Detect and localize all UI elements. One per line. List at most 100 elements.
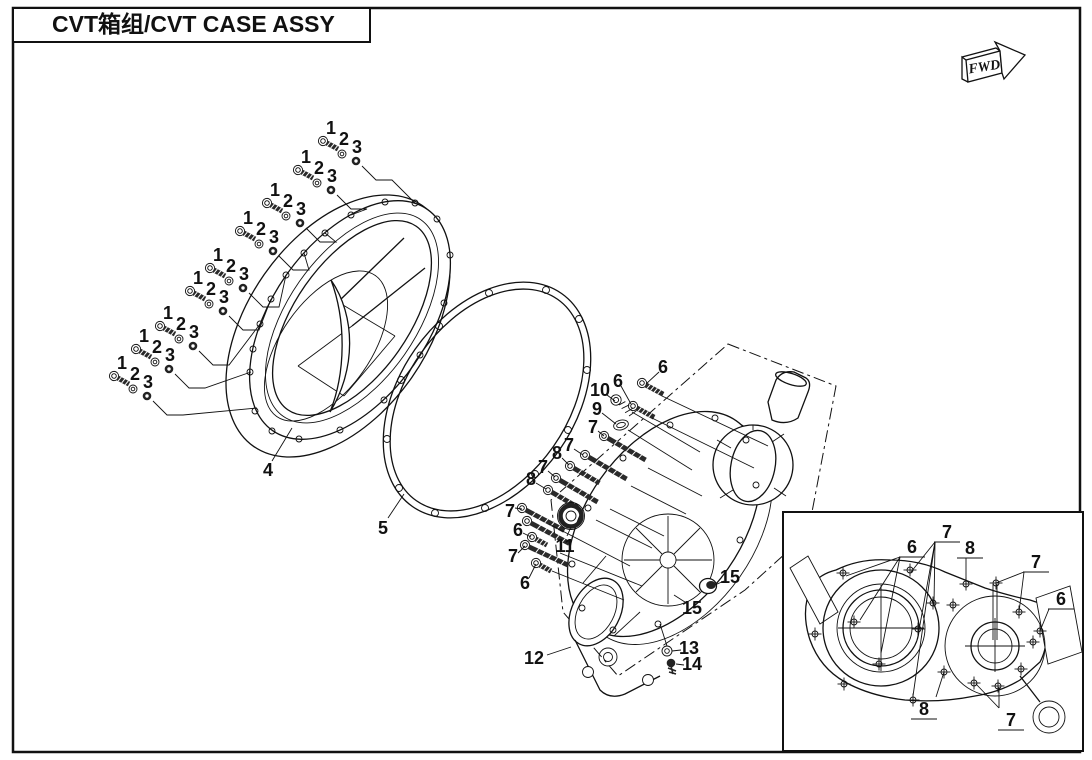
cvt-cover-part bbox=[225, 194, 454, 458]
callout-3: 3 bbox=[327, 166, 337, 186]
callout-6: 6 bbox=[513, 520, 523, 540]
cvt-gasket-part bbox=[382, 281, 592, 519]
callout-2: 2 bbox=[130, 364, 140, 384]
fastener-leader-line bbox=[228, 298, 272, 331]
fastener-leader-line bbox=[174, 371, 252, 389]
callout-8: 8 bbox=[552, 443, 562, 463]
callout-10: 10 bbox=[590, 380, 610, 400]
washer-3-glyph bbox=[268, 246, 278, 256]
leader-line-11 bbox=[566, 526, 572, 537]
oil-seal-11 bbox=[557, 502, 585, 530]
inset-callout-7: 7 bbox=[1006, 710, 1016, 730]
title-box: CVT箱组/CVT CASE ASSY bbox=[12, 7, 371, 43]
leader-line-6 bbox=[620, 385, 632, 405]
plug-10 bbox=[610, 394, 637, 417]
washer-2-glyph bbox=[150, 357, 160, 367]
leader-line-10 bbox=[606, 394, 616, 402]
washer-3-glyph bbox=[188, 341, 198, 351]
washer-3-glyph bbox=[142, 391, 152, 401]
fastener-leader-line bbox=[305, 227, 338, 243]
callout-13: 13 bbox=[679, 638, 699, 658]
callout-2: 2 bbox=[283, 191, 293, 211]
bolt-14 bbox=[666, 658, 677, 675]
leader-line-5 bbox=[387, 493, 405, 519]
callout-3: 3 bbox=[352, 137, 362, 157]
callout-6: 6 bbox=[520, 573, 530, 593]
callout-3: 3 bbox=[296, 199, 306, 219]
callout-1: 1 bbox=[270, 180, 280, 200]
washer-3-glyph bbox=[326, 185, 336, 195]
callout-6: 6 bbox=[613, 371, 623, 391]
callout-1: 1 bbox=[243, 208, 253, 228]
washer-2-glyph bbox=[337, 149, 347, 159]
washer-2-glyph bbox=[204, 299, 214, 309]
fwd-label: FWD bbox=[967, 58, 1002, 78]
washer-3-glyph bbox=[218, 306, 228, 316]
nut-13 bbox=[661, 645, 673, 657]
inset-left-bracket bbox=[789, 555, 839, 625]
inset-callout-6: 6 bbox=[1056, 589, 1066, 609]
leader-line-7 bbox=[517, 545, 526, 554]
leader-line-7 bbox=[514, 507, 523, 510]
inset-callout-8: 8 bbox=[965, 538, 975, 558]
callout-2: 2 bbox=[339, 129, 349, 149]
callout-9: 9 bbox=[592, 399, 602, 419]
leader-line-6 bbox=[522, 532, 532, 538]
inset-callout-6: 6 bbox=[907, 537, 917, 557]
callout-1: 1 bbox=[213, 245, 223, 265]
inset-callout-7: 7 bbox=[942, 522, 952, 542]
callout-1: 1 bbox=[163, 303, 173, 323]
callout-15: 15 bbox=[682, 598, 702, 618]
inset-callout-7: 7 bbox=[1031, 552, 1041, 572]
inset-leader-line bbox=[935, 671, 945, 698]
inset-detail-view bbox=[782, 511, 1084, 752]
callout-2: 2 bbox=[152, 337, 162, 357]
washer-2-glyph bbox=[224, 276, 234, 286]
inset-leader-line bbox=[845, 556, 901, 577]
leader-line-13 bbox=[671, 649, 682, 652]
washer-3-glyph bbox=[238, 283, 248, 293]
bushing-15 bbox=[698, 577, 718, 595]
inset-leader-line bbox=[859, 556, 901, 621]
fastener-guide-lines bbox=[548, 395, 769, 601]
callout-12: 12 bbox=[524, 648, 544, 668]
callout-5: 5 bbox=[378, 518, 388, 538]
leader-line-12 bbox=[546, 646, 572, 656]
fastener-leader-line bbox=[278, 252, 310, 271]
callout-8: 8 bbox=[526, 469, 536, 489]
callout-2: 2 bbox=[226, 256, 236, 276]
callout-2: 2 bbox=[206, 279, 216, 299]
washer-2-glyph bbox=[174, 334, 184, 344]
callout-1: 1 bbox=[301, 147, 311, 167]
callout-2: 2 bbox=[176, 314, 186, 334]
callout-15: 15 bbox=[720, 567, 740, 587]
callout-7: 7 bbox=[588, 417, 598, 437]
inset-leader-line bbox=[912, 541, 936, 697]
leader-line-7 bbox=[547, 470, 556, 478]
callout-7: 7 bbox=[505, 501, 515, 521]
washer-2-glyph bbox=[254, 239, 264, 249]
washer-2-glyph bbox=[128, 384, 138, 394]
callout-1: 1 bbox=[139, 326, 149, 346]
callout-14: 14 bbox=[682, 654, 702, 674]
callout-7: 7 bbox=[564, 435, 574, 455]
inset-case-outline bbox=[804, 559, 1048, 702]
cover-vane bbox=[329, 279, 351, 413]
callout-1: 1 bbox=[117, 353, 127, 373]
fwd-direction-arrow: FWD bbox=[961, 40, 1027, 83]
callout-7: 7 bbox=[508, 546, 518, 566]
leader-line-14 bbox=[675, 663, 685, 666]
leader-line-6 bbox=[645, 371, 660, 385]
leader-line-7 bbox=[573, 448, 584, 456]
callout-1: 1 bbox=[193, 268, 203, 288]
inset-leader-line bbox=[975, 683, 1000, 709]
leader-line-4 bbox=[271, 427, 293, 462]
callout-3: 3 bbox=[189, 322, 199, 342]
leader-line-7 bbox=[597, 430, 605, 437]
washer-3-glyph bbox=[351, 156, 361, 166]
callout-2: 2 bbox=[314, 158, 324, 178]
fastener-leader-line bbox=[248, 274, 287, 308]
